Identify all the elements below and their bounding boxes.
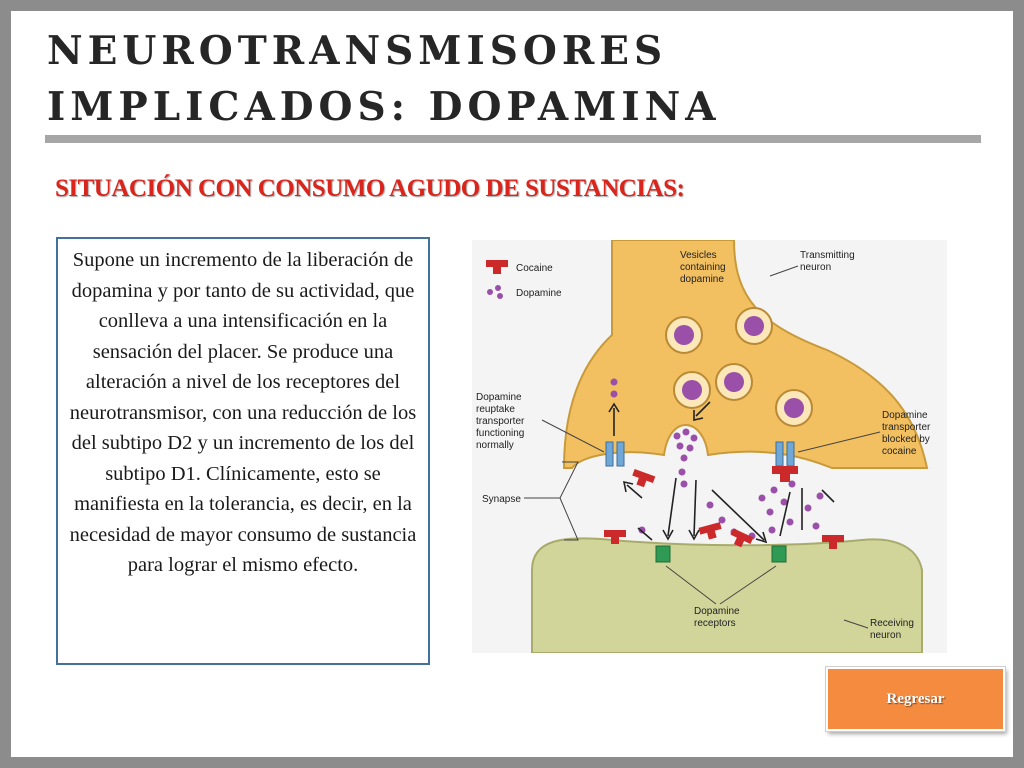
reuptake-transporter-right [772, 441, 798, 482]
vesicle-contents [724, 372, 744, 392]
legend-dopamine-label: Dopamine [516, 288, 562, 299]
description-text: Supone un incremento de la liberación de… [69, 249, 417, 576]
transmitting-label-2: neuron [800, 262, 831, 273]
receiving-leader [843, 619, 869, 629]
transmitting-leader [769, 265, 799, 277]
receiving-label-1: Receiving [870, 618, 914, 629]
transmitting-label-1: Transmitting [800, 250, 855, 261]
receptors-leader-right [719, 565, 777, 605]
blocked-label-2: transporter [882, 422, 931, 433]
regresar-button[interactable]: Regresar [826, 667, 1005, 731]
dopamine-receptor-right [771, 545, 787, 563]
description-box: Supone un incremento de la liberación de… [56, 237, 430, 665]
legend-cocaine-icon [486, 260, 508, 274]
receptors-label-2: receptors [694, 618, 736, 629]
vesicle-contents [674, 325, 694, 345]
legend-dopamine-icon [487, 289, 493, 295]
cocaine-blocking [772, 466, 798, 482]
reuptake-label-4: functioning [476, 428, 524, 439]
vesicles-label-1: Vesicles [680, 250, 717, 261]
reuptake-label-1: Dopamine [476, 392, 522, 403]
vesicle-contents [682, 380, 702, 400]
receptors-label-1: Dopamine [694, 606, 740, 617]
reuptake-label-2: reuptake [476, 404, 515, 415]
reuptake-leader [541, 419, 605, 453]
title-line-2: IMPLICADOS: DOPAMINA [47, 84, 721, 130]
title-line-1: NEUROTRANSMISORES [47, 28, 668, 74]
receiving-label-2: neuron [870, 630, 901, 641]
blocked-leader [797, 431, 881, 453]
vesicles-label-3: dopamine [680, 274, 724, 285]
regresar-button-label: Regresar [886, 690, 945, 707]
slide-title: NEUROTRANSMISORES IMPLICADOS: DOPAMINA [47, 23, 967, 135]
blocked-label-3: blocked by [882, 434, 930, 445]
synapse-label: Synapse [482, 494, 521, 505]
receptors-leader-left [665, 565, 717, 605]
reuptake-label-5: normally [476, 440, 514, 451]
reuptake-transporter-left [605, 441, 625, 467]
transmitting-neuron-shape [562, 239, 929, 469]
vesicle-contents [784, 398, 804, 418]
synapse-diagram: Cocaine Dopamine Vesicles containing dop… [472, 239, 947, 654]
title-divider [45, 135, 981, 143]
reuptake-label-3: transporter [476, 416, 525, 427]
vesicles-group [665, 307, 813, 427]
legend-cocaine-label: Cocaine [516, 263, 553, 274]
section-subtitle: SITUACIÓN CON CONSUMO AGUDO DE SUSTANCIA… [55, 175, 685, 202]
diagram-legend: Cocaine Dopamine [486, 260, 562, 299]
flow-arrows [608, 401, 835, 544]
vesicle-contents [744, 316, 764, 336]
slide: NEUROTRANSMISORES IMPLICADOS: DOPAMINA S… [11, 11, 1013, 757]
receiving-neuron-shape [531, 537, 923, 654]
blocked-label-4: cocaine [882, 446, 917, 457]
synapse-diagram-svg: Cocaine Dopamine Vesicles containing dop… [472, 239, 947, 654]
dopamine-receptor-left [655, 545, 671, 563]
blocked-label-1: Dopamine [882, 410, 928, 421]
cocaine-molecules [604, 468, 844, 549]
vesicles-label-2: containing [680, 262, 726, 273]
